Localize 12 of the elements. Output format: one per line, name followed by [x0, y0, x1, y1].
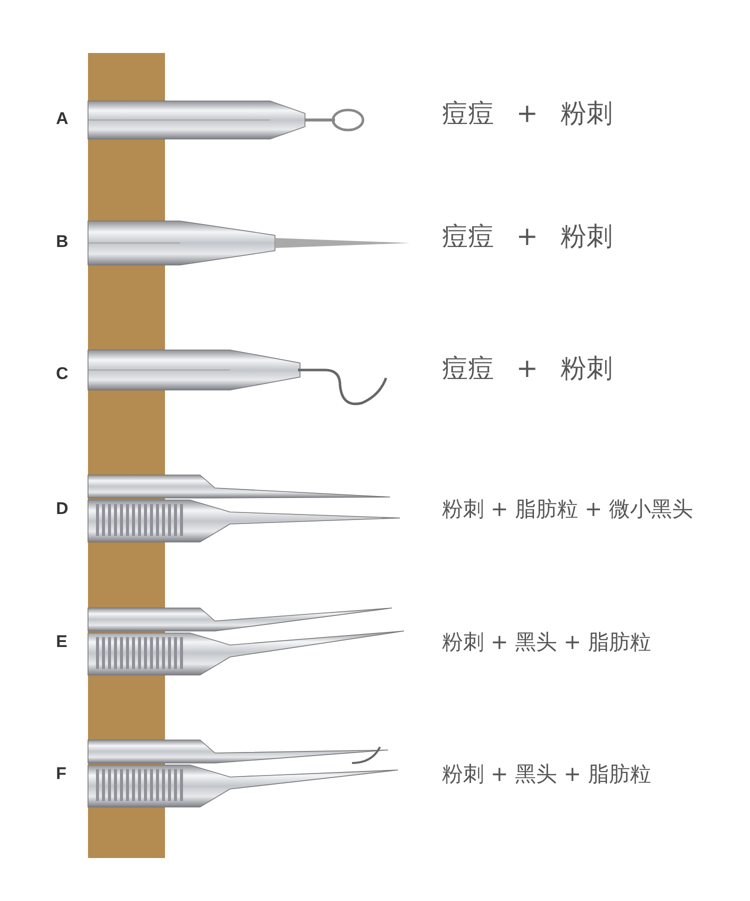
skin-problem-text: 痘痘 + 粉刺	[442, 98, 612, 131]
row-letter: A	[56, 109, 68, 129]
row-letter: C	[56, 364, 68, 384]
row-letter: D	[56, 499, 68, 519]
skin-problem-text: 痘痘 + 粉刺	[442, 220, 612, 254]
skin-problem-text: 粉刺 + 黑头 + 脂肪粒	[442, 629, 651, 656]
row-letter: F	[56, 764, 66, 784]
row-letter: B	[56, 232, 68, 252]
skin-problem-text: 痘痘 + 粉刺	[442, 352, 612, 386]
row-letter: E	[56, 632, 68, 652]
skin-problem-text: 粉刺 + 黑头 + 脂肪粒	[442, 761, 651, 788]
skin-problem-text: 粉刺 + 脂肪粒 + 微小黑头	[442, 496, 693, 524]
